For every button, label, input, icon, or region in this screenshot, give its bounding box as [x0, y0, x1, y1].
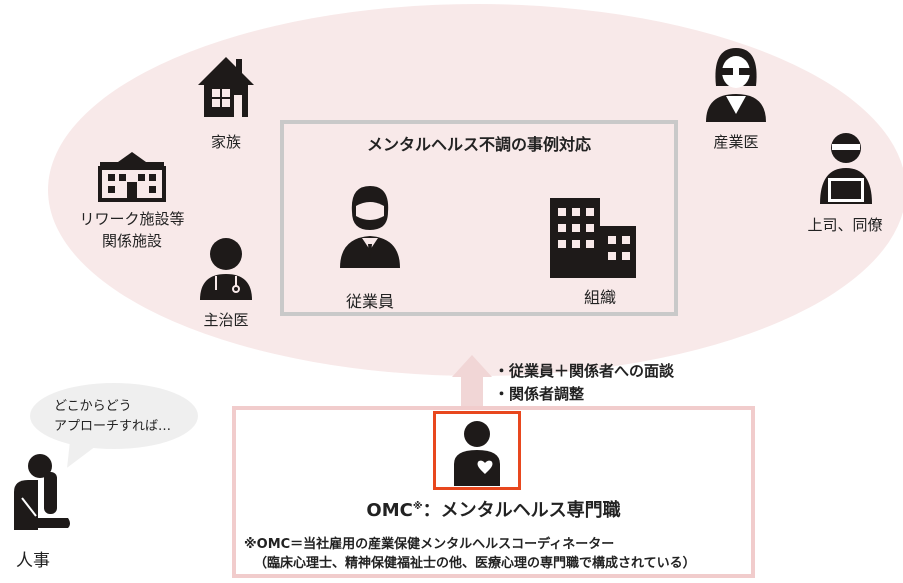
doctor-icon: [200, 238, 252, 300]
omc-title-mark: ※: [412, 501, 423, 512]
speech-bubble: [30, 383, 198, 449]
office-building-icon: [550, 198, 636, 278]
case-response-title: メンタルヘルス不調の事例対応: [366, 135, 591, 154]
bubble-text-1: どこからどう: [54, 399, 132, 414]
organization-label: 組織: [583, 288, 616, 307]
person-heart-icon: [454, 421, 500, 486]
employee-icon: [340, 186, 400, 268]
person-laptop-icon: [820, 133, 872, 204]
omc-note-1: ※OMC＝当社雇用の産業保健メンタルヘルスコーディネーター: [244, 537, 615, 552]
omc-title: OMC※：メンタルヘルス専門職: [232, 496, 755, 522]
case-response-box: [280, 120, 678, 316]
omc-note-2: （臨床心理士、精神保健福祉士の他、医療心理の専門職で構成されている）: [254, 556, 696, 571]
primary-doctor-label: 主治医: [203, 311, 249, 329]
house-icon: [198, 57, 254, 117]
omc-title-suffix: ：メンタルヘルス専門職: [422, 500, 621, 521]
school-building-icon: [98, 152, 166, 202]
female-physician-icon: [706, 48, 766, 122]
thinking-person-icon: [14, 454, 70, 530]
arrow-up-icon: [452, 355, 492, 377]
boss-colleague-label: 上司、同僚: [807, 216, 883, 234]
omc-title-prefix: OMC: [366, 500, 413, 521]
hr-label: 人事: [16, 551, 50, 571]
rework-facility-label-1: リワーク施設等: [79, 210, 185, 228]
industrial-physician-label: 産業医: [713, 133, 759, 151]
action-coordination: ・関係者調整: [494, 385, 585, 403]
bubble-text-2: アプローチすれば…: [54, 419, 172, 434]
employee-label: 従業員: [345, 292, 394, 311]
action-interview: ・従業員＋関係者への面談: [494, 362, 675, 380]
arrow-shaft: [461, 376, 483, 408]
family-label: 家族: [210, 133, 241, 151]
rework-facility-label-2: 関係施設: [101, 232, 162, 250]
omc-icon-frame: [433, 411, 521, 490]
